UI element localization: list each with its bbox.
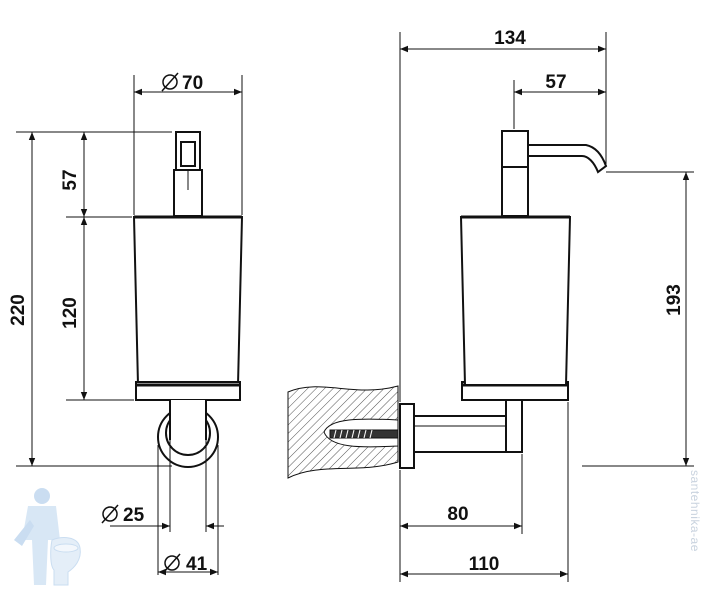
dim-side-spout-length: 57: [545, 72, 566, 93]
dim-front-body-height: 120: [60, 297, 81, 329]
front-view: 70 220 57 120 25 41: [8, 72, 244, 576]
dim-side-total-width: 134: [494, 28, 526, 49]
side-view: 134 57 193 80 110: [287, 28, 694, 582]
watermark-label: santehnika-ae: [688, 470, 702, 552]
dim-front-pump-height: 57: [60, 169, 81, 190]
dim-side-height: 193: [664, 284, 685, 316]
side-container: [459, 216, 572, 386]
side-arm: [413, 415, 521, 453]
dim-front-top-diameter: 70: [182, 73, 203, 94]
dim-front-total-height: 220: [8, 294, 29, 326]
front-pump-slot: [180, 141, 196, 167]
side-extension-lines: [399, 32, 694, 582]
watermark-text: santehnika-ae: [680, 470, 709, 600]
front-mount-stem: [170, 400, 206, 440]
diameter-symbol-70: [161, 72, 179, 92]
front-extension-lines: [16, 75, 243, 575]
dim-front-base-diameter-outer: 41: [186, 554, 208, 575]
side-spout: [527, 144, 608, 174]
side-dimension-lines: [400, 45, 690, 578]
side-pump-stem: [501, 165, 529, 217]
dim-side-depth-80: 80: [447, 504, 468, 525]
front-dimension-lines: [28, 88, 242, 576]
plumber-logo: [14, 488, 81, 586]
diameter-symbol-25: [101, 504, 119, 524]
front-container: [132, 216, 244, 386]
dim-front-base-diameter-inner: 25: [123, 505, 145, 526]
side-post: [505, 399, 523, 453]
side-pump-head: [501, 130, 529, 168]
diameter-symbol-41: [163, 553, 181, 573]
side-wall-flange: [399, 403, 415, 469]
dim-side-depth-110: 110: [469, 554, 500, 575]
